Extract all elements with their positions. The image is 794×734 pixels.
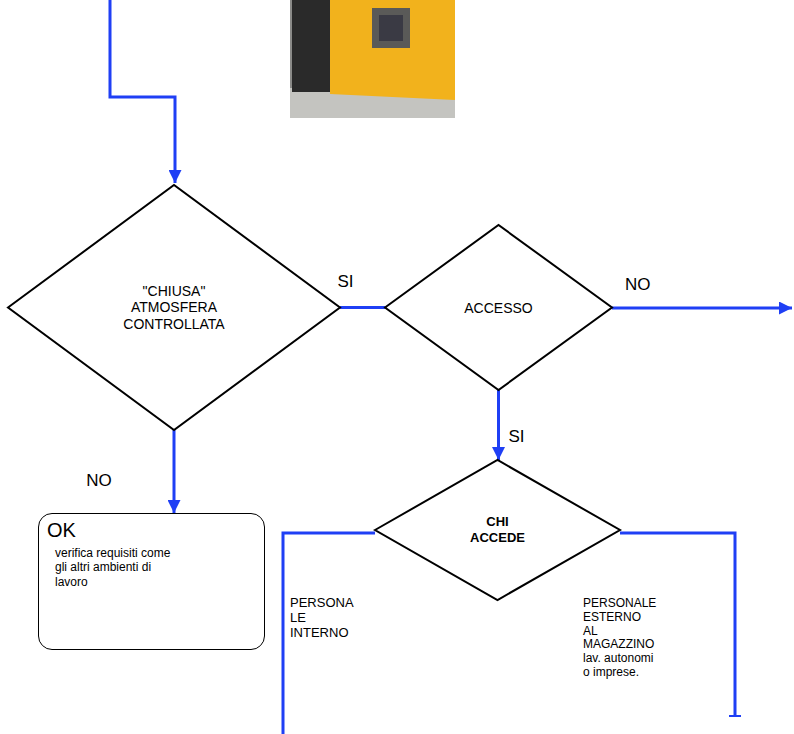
flow-connector — [173, 430, 176, 513]
exit-line — [612, 307, 792, 310]
diamond-border — [8, 185, 340, 430]
diamond-text-wrap: ACCESSO — [444, 299, 554, 316]
decision-diamond: "CHIUSA" ATMOSFERA CONTROLLATA — [8, 185, 340, 430]
diamond-text-wrap: "CHIUSA" ATMOSFERA CONTROLLATA — [114, 282, 234, 332]
door-photo — [290, 0, 455, 118]
decision-text: ACCESSO — [444, 299, 554, 316]
result-box: OK verifica requisiti come gli altri ambi… — [38, 513, 265, 650]
yellow-door — [330, 0, 455, 100]
box-body: verifica requisiti come gli altri ambien… — [55, 546, 179, 589]
entry-line — [110, 0, 175, 183]
decision-text: CHI ACCEDE — [467, 514, 529, 545]
edge-label: SI — [506, 428, 526, 447]
edge-label: SI — [335, 272, 355, 291]
door-opening — [292, 0, 332, 92]
branch-label: NO — [625, 275, 651, 295]
door-window — [379, 15, 403, 41]
decision-diamond: CHI ACCEDE — [375, 460, 620, 600]
box-heading: OK — [47, 518, 254, 542]
flow-connector — [497, 390, 500, 460]
decision-diamond: ACCESSO — [385, 225, 612, 390]
decision-text: "CHIUSA" ATMOSFERA CONTROLLATA — [114, 282, 234, 332]
branch-note: PERSONALE ESTERNO AL MAGAZZINO lav. auto… — [583, 597, 655, 680]
diamond-border — [375, 460, 620, 600]
branch-line-tick — [729, 715, 741, 717]
branch-note: PERSONA LE INTERNO — [290, 596, 354, 641]
branch-line-left — [283, 533, 375, 734]
diamond-text-wrap: CHI ACCEDE — [467, 514, 529, 545]
door-window-frame — [372, 8, 410, 48]
edge-label: NO — [84, 471, 114, 490]
diamond-border — [385, 225, 612, 390]
photo-ground — [290, 0, 455, 118]
flow-connector — [340, 306, 385, 309]
